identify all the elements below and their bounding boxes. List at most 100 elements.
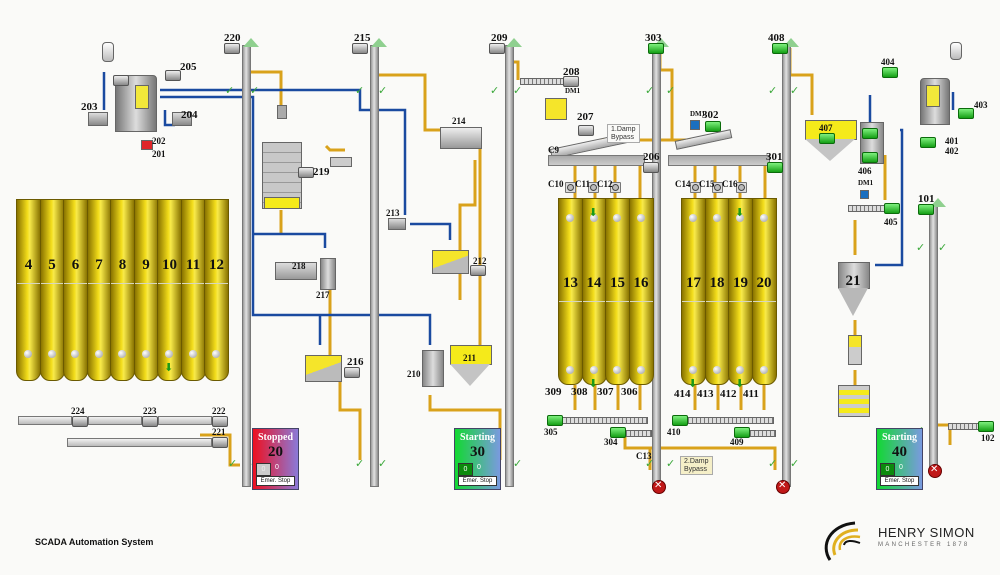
silo[interactable]: 16 (628, 198, 654, 385)
motor-406a[interactable] (862, 128, 878, 139)
status-check-icon: ✓ (645, 84, 655, 97)
elevator-215-motor[interactable] (352, 43, 368, 54)
motor-221[interactable] (212, 437, 228, 448)
motor-406b[interactable] (862, 152, 878, 163)
motor-223[interactable] (142, 416, 158, 427)
fan-icon[interactable] (928, 464, 942, 478)
fan-213[interactable] (388, 218, 406, 230)
screw-conveyor-405[interactable] (848, 205, 885, 212)
motor-222[interactable] (212, 416, 228, 427)
pump-203[interactable] (88, 112, 108, 126)
packer-machine[interactable] (848, 335, 862, 365)
silo[interactable]: 6 (63, 199, 88, 381)
emergency-stop-button[interactable]: Emer. Stop (458, 476, 497, 486)
motor-403[interactable] (958, 108, 974, 119)
motor-219[interactable] (298, 167, 314, 178)
motor-212[interactable] (470, 265, 486, 276)
silo[interactable]: 19⬇⬇ (728, 198, 753, 389)
motor-401[interactable] (920, 137, 936, 148)
elevator-209-leg[interactable] (505, 45, 514, 487)
silo[interactable]: 10⬇ (157, 199, 182, 381)
motor-207[interactable] (578, 125, 594, 136)
conveyor-222[interactable] (158, 416, 212, 425)
elevator-101-leg[interactable] (929, 205, 938, 467)
motor-304[interactable] (610, 427, 626, 438)
silo[interactable]: 7 (86, 199, 112, 381)
damper-c12[interactable] (610, 182, 621, 193)
motor-404[interactable] (882, 67, 898, 78)
start-button[interactable]: 0 (458, 463, 473, 476)
screw-conveyor-304[interactable] (622, 430, 652, 437)
elevator-408-motor[interactable] (772, 43, 788, 54)
damper-c15[interactable] (712, 182, 723, 193)
silo[interactable]: 17⬇ (681, 198, 706, 389)
damp-bypass-2[interactable]: 2.Damp Bypass (680, 456, 713, 476)
silo[interactable]: 11 (180, 199, 206, 381)
bin-21[interactable] (838, 262, 870, 289)
silo[interactable]: 14⬇⬇ (581, 198, 607, 389)
status-check-icon: ✓ (666, 84, 676, 97)
silo[interactable]: 5 (39, 199, 65, 381)
conveyor-224[interactable] (18, 416, 72, 425)
sieve-212[interactable] (432, 250, 469, 274)
damp-bypass-1[interactable]: 1.Damp Bypass (607, 124, 640, 144)
machine-217[interactable] (320, 258, 336, 290)
damper-c16[interactable] (736, 182, 747, 193)
motor-305[interactable] (547, 415, 563, 426)
screw-conveyor-208[interactable] (520, 78, 564, 85)
elevator-220-leg[interactable] (242, 45, 251, 487)
bin-conveyor-3[interactable] (548, 155, 645, 166)
damper-c14[interactable] (690, 182, 701, 193)
silo[interactable]: 15 (605, 198, 630, 385)
start-button[interactable]: 0 (880, 463, 895, 476)
silo[interactable]: 4 (16, 199, 41, 381)
silo[interactable]: 20 (751, 198, 777, 385)
conveyor-223[interactable] (88, 416, 142, 425)
motor-405[interactable] (884, 203, 900, 214)
elevator-220-motor[interactable] (224, 43, 240, 54)
screw-conveyor-102[interactable] (948, 423, 980, 430)
silo[interactable]: 18 (704, 198, 730, 385)
start-button[interactable]: 0 (256, 463, 271, 476)
emergency-stop-button[interactable]: Emer. Stop (256, 476, 295, 486)
elevator-303-motor[interactable] (648, 43, 664, 54)
fan-icon[interactable] (652, 480, 666, 494)
screw-conveyor-305[interactable] (558, 417, 648, 424)
motor-205[interactable] (165, 70, 181, 81)
dampener-218[interactable] (275, 262, 317, 280)
filter-unit[interactable] (545, 98, 567, 120)
screw-conveyor-410[interactable] (680, 417, 774, 424)
status-check-icon: ✓ (513, 457, 523, 470)
fan-icon[interactable] (776, 480, 790, 494)
motor-201-stopped[interactable] (141, 140, 153, 150)
scale-214[interactable] (440, 127, 482, 149)
motor-208[interactable] (563, 76, 579, 87)
elevator-209-motor[interactable] (489, 43, 505, 54)
silo[interactable]: 13 (558, 198, 583, 385)
motor-302[interactable] (705, 121, 721, 132)
silo[interactable]: 9 (133, 199, 159, 381)
elevator-215-leg[interactable] (370, 45, 379, 487)
motor-410[interactable] (672, 415, 688, 426)
conveyor-221[interactable] (67, 438, 212, 447)
screw-conveyor-409[interactable] (746, 430, 776, 437)
motor-409[interactable] (734, 427, 750, 438)
motor-301[interactable] (767, 162, 783, 173)
motor-407[interactable] (819, 133, 835, 144)
damper-c11[interactable] (588, 182, 599, 193)
label-411: 411 (743, 388, 759, 400)
motor-102[interactable] (978, 421, 994, 432)
silo[interactable]: 12 (204, 199, 229, 381)
elevator-101-motor[interactable] (918, 204, 934, 215)
emergency-stop-button[interactable]: Emer. Stop (880, 476, 919, 486)
motor-206[interactable] (643, 162, 659, 173)
elevator-408-leg[interactable] (782, 45, 791, 487)
machine-210[interactable] (422, 350, 444, 387)
pump-204[interactable] (172, 112, 192, 126)
silo[interactable]: 8 (110, 199, 135, 381)
sieve-216[interactable] (305, 355, 342, 382)
bin-conveyor-4[interactable] (668, 155, 770, 166)
motor-216[interactable] (344, 367, 360, 378)
damper-c10[interactable] (565, 182, 576, 193)
motor-224[interactable] (72, 416, 88, 427)
